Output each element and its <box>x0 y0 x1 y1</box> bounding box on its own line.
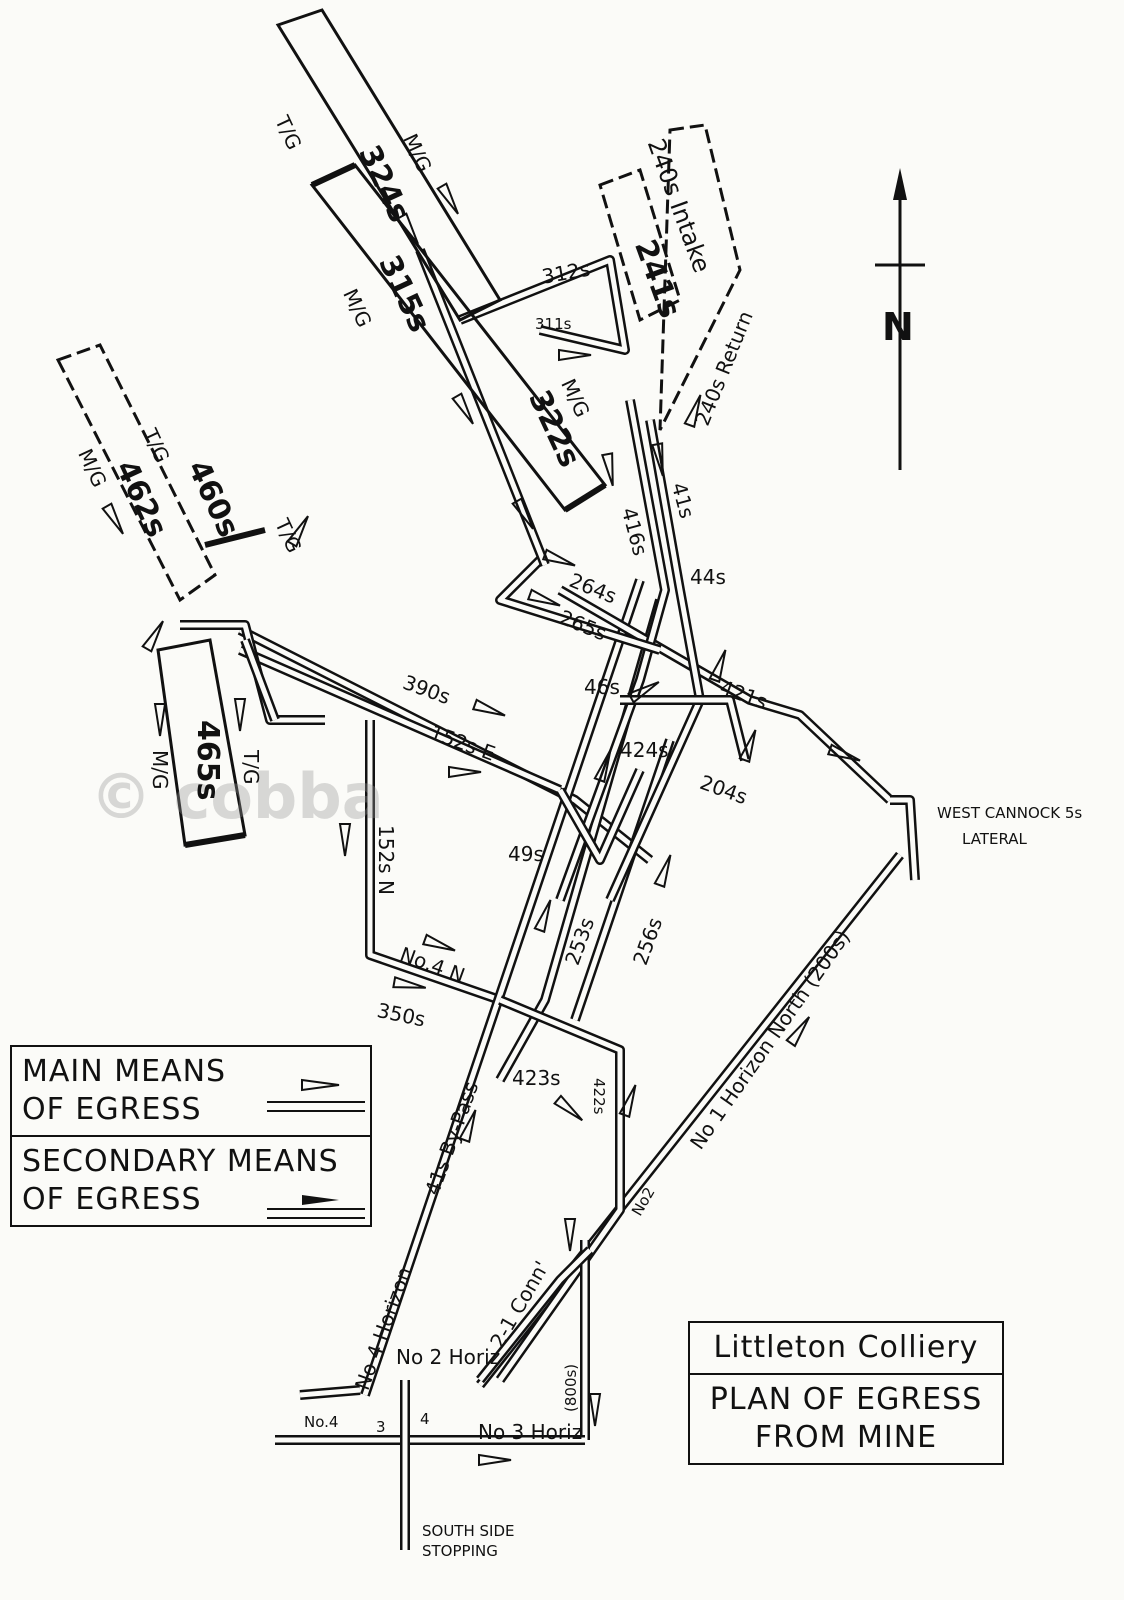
watermark: © cobba <box>90 760 384 833</box>
panel-face <box>184 832 246 848</box>
egress-direction-arrow <box>436 182 459 215</box>
egress-direction-arrow <box>511 497 534 530</box>
road-46s: 46s <box>584 675 620 699</box>
egress-direction-arrow <box>421 933 456 952</box>
panel-face <box>563 482 607 513</box>
shaft-4: 4 <box>420 1410 430 1428</box>
road-no2-horiz: No 2 Horiz <box>396 1345 501 1369</box>
plan-title-line: FROM MINE <box>754 1420 938 1455</box>
egress-direction-arrow <box>533 899 552 934</box>
roadway-inner <box>238 627 652 862</box>
legend-main-symbol <box>267 1078 365 1112</box>
roadway-inner <box>238 647 562 793</box>
egress-direction-arrow <box>627 681 660 704</box>
egress-direction-arrow <box>593 749 612 784</box>
plan-title: PLAN OF EGRESS FROM MINE <box>690 1375 1002 1463</box>
roadway-inner <box>417 249 548 566</box>
road-44s: 44s <box>690 565 726 589</box>
roadway-inner <box>497 997 623 1382</box>
egress-direction-arrow <box>738 729 757 764</box>
roadway-inner <box>497 558 661 653</box>
egress-direction-arrow <box>588 1393 602 1427</box>
dashed-panel <box>658 123 742 431</box>
legend-secondary-egress: SECONDARY MEANS OF EGRESS <box>12 1137 370 1225</box>
egress-direction-arrow <box>600 452 614 487</box>
road-423s: 423s <box>512 1066 561 1090</box>
egress-direction-arrow <box>153 703 167 737</box>
roadway-inner <box>362 579 643 1396</box>
north-label: N <box>882 305 914 349</box>
roadway-inner <box>478 1248 592 1382</box>
egress-direction-arrow <box>708 649 727 684</box>
roadway-inner <box>557 768 643 863</box>
egress-direction-arrow <box>653 854 672 889</box>
egress-direction-arrow <box>233 698 247 732</box>
west-cannock-label: LATERAL <box>962 830 1027 848</box>
roadway-inner <box>557 399 668 901</box>
egress-direction-arrow <box>683 394 702 429</box>
panel-face <box>204 527 266 548</box>
panel-311s: 311s <box>535 315 572 333</box>
roadway-inner <box>299 1387 361 1398</box>
egress-direction-arrow <box>458 1109 477 1144</box>
egress-direction-arrow <box>451 392 474 425</box>
road-152s-n: 152s N <box>374 825 398 895</box>
legend-secondary-label: OF EGRESS <box>22 1182 202 1217</box>
road-no3-horiz: No 3 Horiz <box>478 1420 583 1444</box>
legend-secondary-symbol <box>267 1195 365 1219</box>
road-424s: 424s <box>620 738 669 762</box>
egress-direction-arrow <box>478 1453 512 1467</box>
egress-direction-arrow <box>286 515 309 548</box>
egress-direction-arrow <box>471 698 506 717</box>
north-arrow-head <box>893 168 907 200</box>
egress-direction-arrow <box>563 1218 577 1252</box>
legend-main-label: MAIN MEANS <box>22 1054 227 1089</box>
roadway-inner <box>607 419 703 902</box>
legend-main-label: OF EGRESS <box>22 1092 202 1127</box>
egress-direction-arrow <box>553 1094 584 1122</box>
egress-direction-arrow <box>141 620 164 653</box>
shaft-3: 3 <box>376 1418 386 1436</box>
road-49s: 49s <box>508 842 544 866</box>
egress-direction-arrow <box>448 765 482 779</box>
egress-direction-arrow <box>785 1016 811 1048</box>
colliery-name: Littleton Colliery <box>690 1323 1002 1375</box>
egress-direction-arrow <box>338 823 352 857</box>
road-800s: (800s) <box>562 1363 580 1412</box>
roadway-inner <box>367 720 501 1003</box>
roadway-inner <box>459 257 628 353</box>
dashed-panel <box>598 168 682 323</box>
label-tg: T/G <box>239 750 263 785</box>
egress-direction-arrow <box>541 548 576 567</box>
egress-direction-arrow <box>392 975 427 989</box>
title-block: Littleton Colliery PLAN OF EGRESS FROM M… <box>688 1321 1004 1465</box>
legend: MAIN MEANS OF EGRESS SECONDARY MEANS OF … <box>10 1045 372 1227</box>
legend-main-egress: MAIN MEANS OF EGRESS <box>12 1047 370 1137</box>
south-side-stopping-label: STOPPING <box>422 1542 498 1560</box>
roadway-inner <box>890 797 918 881</box>
label-mg: M/G <box>148 750 172 790</box>
legend-secondary-label: SECONDARY MEANS <box>22 1144 339 1179</box>
roadway-inner <box>242 639 278 721</box>
egress-direction-arrow <box>558 348 592 362</box>
panel-face <box>310 162 357 188</box>
south-side-stopping-label: SOUTH SIDE <box>422 1522 515 1540</box>
panel-465s: 465s <box>190 720 225 801</box>
dashed-panel <box>55 343 217 603</box>
road-422s: 422s <box>590 1078 608 1115</box>
egress-direction-arrow <box>618 1084 637 1119</box>
egress-direction-arrow <box>650 442 664 477</box>
egress-direction-arrow <box>526 588 561 607</box>
plan-title-line: PLAN OF EGRESS <box>709 1382 983 1417</box>
egress-direction-arrow <box>826 743 861 762</box>
road-no4: No.4 <box>304 1413 339 1431</box>
egress-direction-arrow <box>396 212 419 245</box>
roadway-inner <box>620 697 748 761</box>
west-cannock-label: WEST CANNOCK 5s <box>937 804 1083 822</box>
egress-direction-arrow <box>101 502 124 535</box>
